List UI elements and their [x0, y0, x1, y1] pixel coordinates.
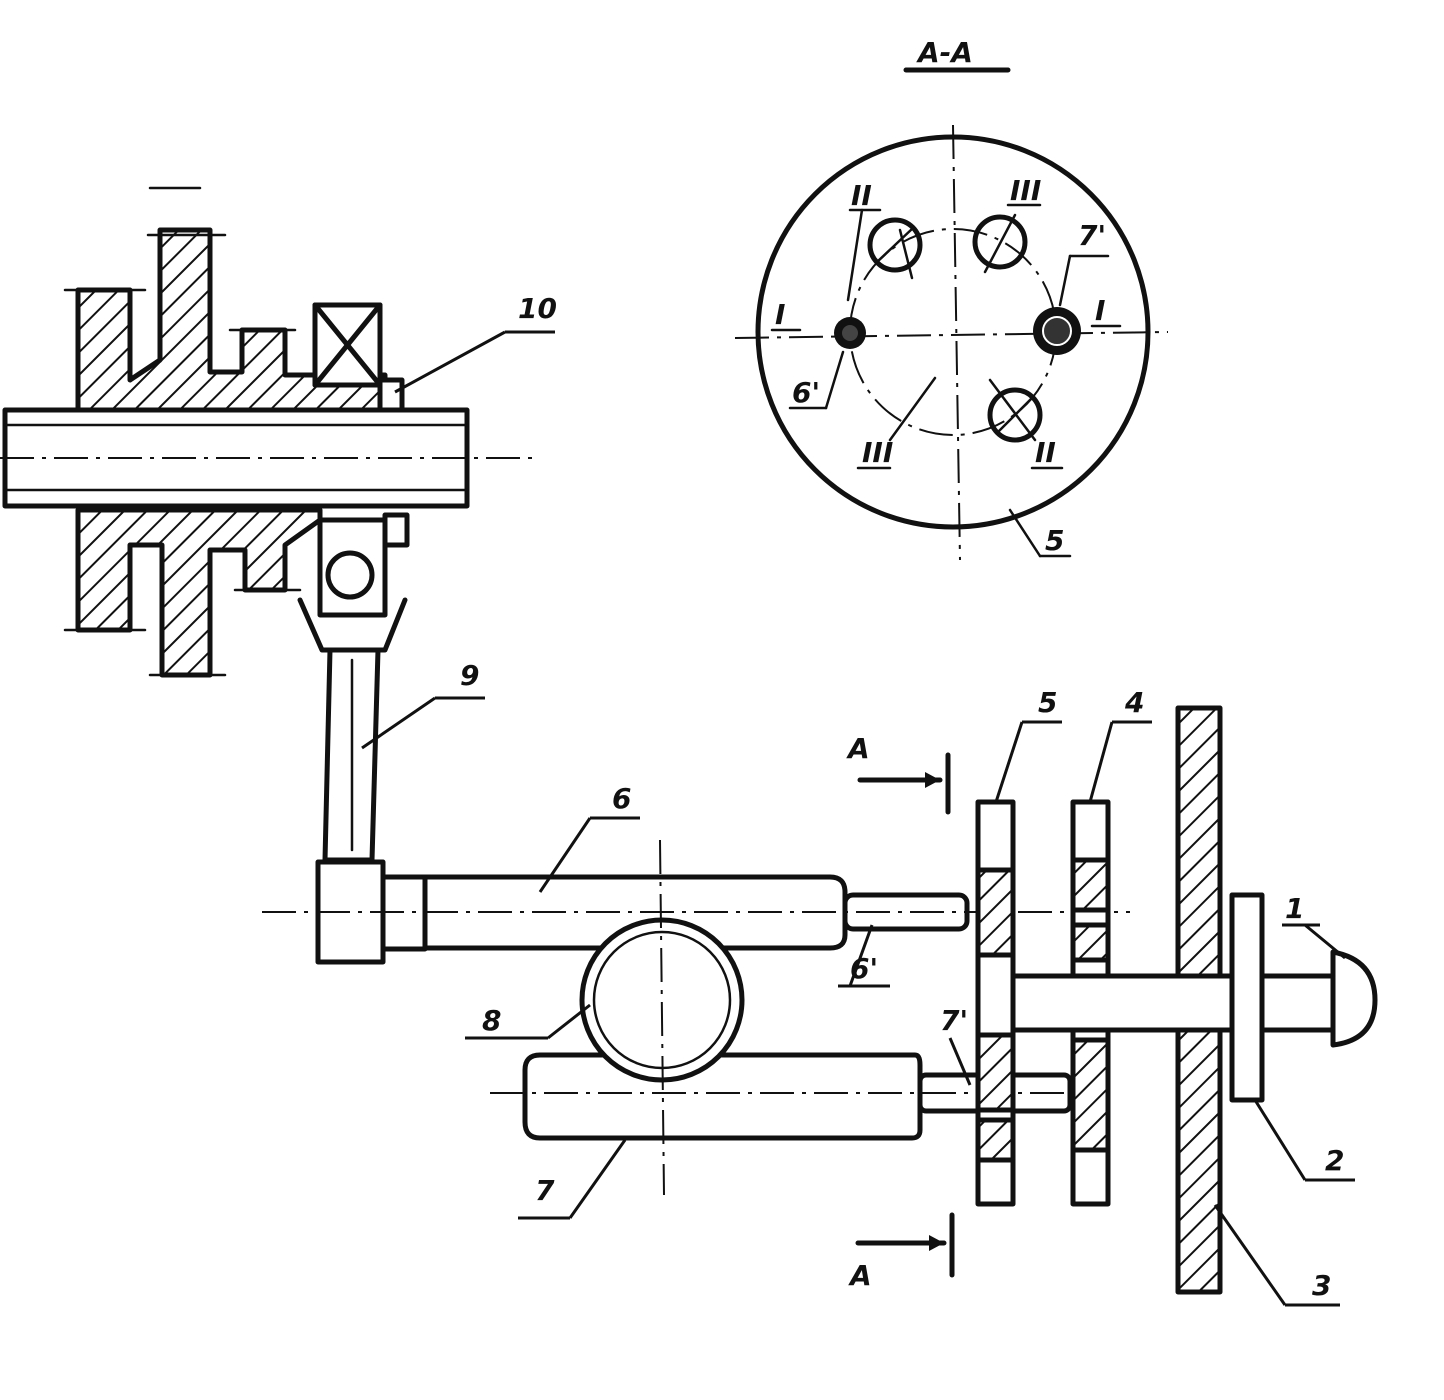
bearing-ball [325, 550, 375, 600]
section-label-III-top: III [1010, 174, 1041, 207]
label-6: 6 [612, 782, 631, 815]
hole-II-bottom [987, 378, 1043, 443]
section-label-II-top: II [851, 179, 872, 212]
label-9: 9 [460, 659, 479, 692]
ring-10 [377, 377, 405, 413]
section-label-I-right: I [1095, 294, 1105, 327]
label-7prime: 7' [940, 1004, 968, 1037]
rod-6-body [422, 874, 848, 951]
label-4: 4 [1124, 686, 1144, 719]
gear-block-assembly [0, 186, 535, 678]
section-label-7prime: 7' [1078, 219, 1106, 252]
section-label-II-bottom: II [1035, 436, 1056, 469]
section-a-a-view: A-A II [734, 36, 1169, 561]
disk-5-section [755, 134, 1151, 530]
gear-block-lower [75, 507, 323, 678]
axle-and-knob [1010, 892, 1378, 1103]
section-label-I-left: I [775, 298, 785, 331]
pin-6prime-section [834, 317, 866, 349]
disk-5 [975, 799, 1016, 1207]
label-8: 8 [482, 1004, 501, 1037]
washer-2 [1229, 892, 1265, 1103]
axle [1010, 973, 1336, 1033]
lever-9 [322, 647, 381, 863]
disk-horizontal-axis [734, 331, 1169, 339]
label-10: 10 [518, 292, 557, 325]
disk-vertical-axis [952, 124, 961, 561]
label-3: 3 [1312, 1269, 1331, 1302]
hole-III-top [972, 213, 1028, 274]
section-title: A-A [916, 36, 973, 69]
section-mark-bottom: A [848, 1259, 872, 1292]
hole-II-top [867, 217, 923, 280]
section-label-III-bottom: III [862, 436, 893, 469]
knob-1 [1330, 949, 1378, 1048]
label-6prime: 6' [850, 952, 878, 985]
part-labels: 10 9 6 6' 8 7' 7 5 4 1 2 3 [361, 292, 1355, 1307]
label-5: 5 [1038, 686, 1057, 719]
section-mark-top: A [846, 732, 870, 765]
section-label-6prime: 6' [792, 376, 820, 409]
gear-8 [579, 839, 745, 1196]
label-7: 7 [535, 1174, 555, 1207]
rod-6 [262, 859, 1130, 965]
label-1: 1 [1285, 892, 1304, 925]
pin-7prime-section [1033, 307, 1081, 355]
section-cut-marks: A A [846, 732, 955, 1292]
hole-III-bottom-mark [888, 376, 937, 442]
section-label-disk-5: 5 [1045, 524, 1064, 557]
label-2: 2 [1325, 1144, 1344, 1177]
